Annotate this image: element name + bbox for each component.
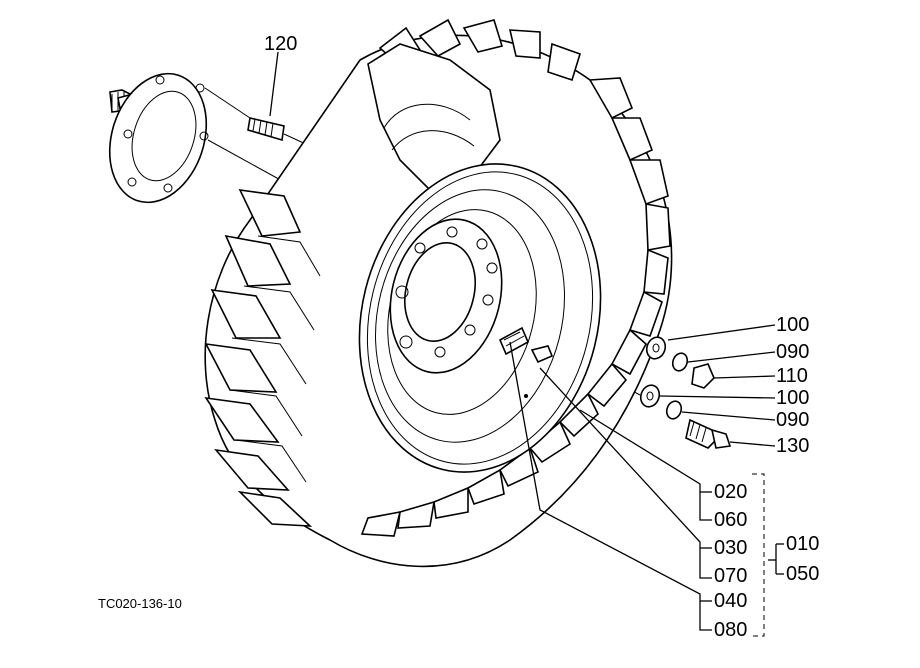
washer-100-lower bbox=[639, 384, 661, 408]
axle-hub-flange bbox=[108, 72, 209, 204]
spring-washer-090-upper bbox=[671, 352, 689, 372]
label-050: 050 bbox=[786, 563, 819, 585]
label-090-lower: 090 bbox=[776, 409, 809, 431]
label-090-upper: 090 bbox=[776, 341, 809, 363]
fasteners bbox=[639, 336, 732, 449]
spring-washer-090-lower bbox=[665, 400, 683, 420]
label-130: 130 bbox=[776, 435, 809, 457]
label-080: 080 bbox=[714, 619, 747, 641]
label-070: 070 bbox=[714, 565, 747, 587]
label-020: 020 bbox=[714, 481, 747, 503]
label-030: 030 bbox=[714, 537, 747, 559]
nut-110 bbox=[691, 363, 715, 389]
bolt-130 bbox=[685, 418, 717, 449]
washer-100-upper bbox=[645, 336, 667, 360]
label-100-lower: 100 bbox=[776, 387, 809, 409]
leader-lines bbox=[269, 51, 784, 637]
label-110: 110 bbox=[776, 365, 808, 387]
drawing-code: TC020-136-10 bbox=[98, 596, 182, 611]
axis-line bbox=[204, 87, 251, 119]
valve-dot bbox=[524, 394, 528, 398]
wheel-rim bbox=[358, 163, 602, 473]
label-060: 060 bbox=[714, 509, 747, 531]
label-120: 120 bbox=[264, 33, 297, 55]
label-040: 040 bbox=[714, 590, 747, 612]
label-010: 010 bbox=[786, 533, 819, 555]
label-100-upper: 100 bbox=[776, 314, 809, 336]
stud-bolt bbox=[247, 117, 285, 142]
